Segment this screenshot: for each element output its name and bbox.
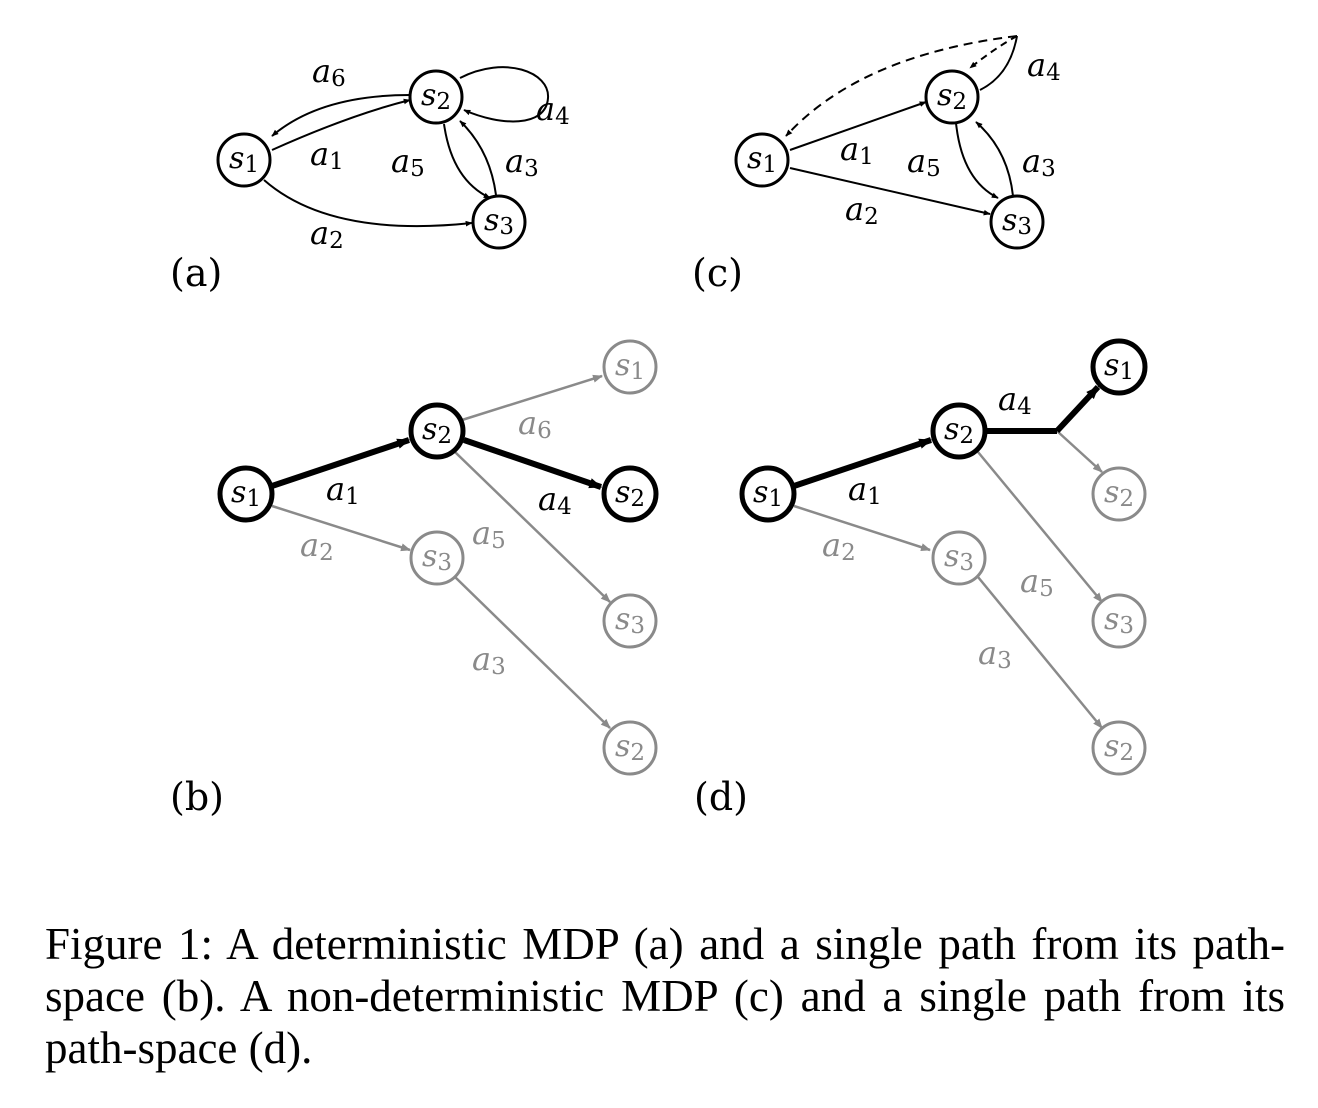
panel-a: s1 s2 s3 a6 a1 a2 a5 a3 a4 (a) [170,52,570,295]
label-a1: a1 [310,135,344,175]
svg-text:s3: s3 [422,539,452,576]
svg-text:s2: s2 [937,78,967,115]
node-s3: s3 [931,530,987,586]
edge-a4-to-s2 [969,35,1018,69]
node-s2: s2 [408,69,464,125]
label-a5: a5 [1020,562,1054,602]
svg-text:s2: s2 [421,78,451,115]
edge-a5 [454,451,611,603]
edge-a4 [459,66,550,123]
edge-a1 [793,437,933,489]
label-a2: a2 [822,526,856,566]
label-a3: a3 [978,634,1012,674]
node-s2-leaf-2: s2 [1091,720,1147,776]
label-a5: a5 [907,142,941,182]
label-a5: a5 [391,142,425,182]
svg-text:s2: s2 [615,475,645,512]
figure-diagram: s1 s2 s3 a6 a1 a2 a5 a3 a4 (a) s1 [170,35,1148,819]
node-s1: s1 [217,465,275,523]
node-s3: s3 [989,194,1045,250]
svg-text:s3: s3 [484,203,514,240]
edge-a6 [461,374,603,422]
edge-a4-branch-gray [1056,430,1103,473]
svg-text:s3: s3 [1002,203,1032,240]
svg-text:s3: s3 [1104,602,1134,639]
node-s2: s2 [930,402,988,460]
edge-a4-branch-bold [1054,384,1101,434]
edge-a6 [271,94,411,137]
panel-c: s1 s2 s3 a1 a2 a5 a3 a4 (c) [692,35,1061,295]
edge-a5 [443,123,491,199]
label-a4: a4 [536,90,570,130]
label-a3: a3 [505,142,539,182]
svg-text:s1: s1 [615,348,645,385]
node-s1: s1 [216,132,272,188]
svg-text:s1: s1 [229,141,259,178]
label-a2: a2 [845,190,879,230]
node-s3: s3 [409,530,465,586]
edge-a2 [793,504,931,552]
label-a5: a5 [472,514,506,554]
node-s2: s2 [408,402,466,460]
svg-text:s2: s2 [1104,475,1134,512]
svg-text:s3: s3 [615,602,645,639]
node-s1: s1 [739,465,797,523]
panel-d: s1 s2 s3 s1 s2 s3 s2 a1 a2 a4 a5 a3 [694,338,1148,819]
node-s1: s1 [734,132,790,188]
svg-text:s1: s1 [1104,348,1134,385]
figure-caption: Figure 1: A deterministic MDP (a) and a … [45,919,1285,1073]
panel-label-c: (c) [692,251,743,295]
node-s3-leaf: s3 [1091,593,1147,649]
edge-a2 [263,179,473,228]
label-a6: a6 [312,52,346,92]
edge-a3 [977,576,1103,729]
edge-a4 [463,437,603,490]
edge-a3 [454,576,611,729]
node-s2: s2 [924,69,980,125]
node-s1-leaf: s1 [1090,338,1148,396]
label-a2: a2 [310,214,344,254]
node-s2-leaf: s2 [601,465,659,523]
label-a4: a4 [538,480,572,520]
edge-a1 [271,437,411,489]
label-a6: a6 [518,404,552,444]
edge-a4 [979,35,1018,91]
node-s3: s3 [471,194,527,250]
svg-text:s2: s2 [1104,729,1134,766]
node-s3-leaf: s3 [602,593,658,649]
node-s2-leaf: s2 [1091,466,1147,522]
node-s2-leaf-2: s2 [602,720,658,776]
edge-a1 [271,98,411,151]
label-a1: a1 [848,470,882,510]
label-a1: a1 [326,470,360,510]
label-a2: a2 [300,526,334,566]
svg-text:s1: s1 [747,141,777,178]
svg-text:s1: s1 [231,475,261,512]
edge-a3 [459,120,497,196]
edge-a2 [789,167,991,216]
panel-label-d: (d) [694,775,748,819]
svg-text:s2: s2 [615,729,645,766]
svg-text:s2: s2 [422,412,452,449]
panel-label-b: (b) [170,775,224,819]
node-s1-leaf: s1 [602,339,658,395]
panel-label-a: (a) [170,251,222,295]
edge-a5 [977,451,1103,603]
panel-b: s1 s2 s3 s1 s2 s3 s2 a1 a2 a6 a4 a5 [170,339,659,819]
edge-a2 [271,504,411,552]
edge-a4-to-s1 [785,35,1018,137]
svg-text:s1: s1 [753,475,783,512]
label-a4: a4 [1027,46,1061,86]
edge-a5 [955,122,999,199]
label-a1: a1 [840,130,874,170]
svg-text:s3: s3 [944,539,974,576]
label-a4: a4 [998,380,1032,420]
label-a3: a3 [472,640,506,680]
edge-a3 [975,121,1014,197]
label-a3: a3 [1022,142,1056,182]
edge-a1 [789,101,927,151]
svg-text:s2: s2 [944,412,974,449]
